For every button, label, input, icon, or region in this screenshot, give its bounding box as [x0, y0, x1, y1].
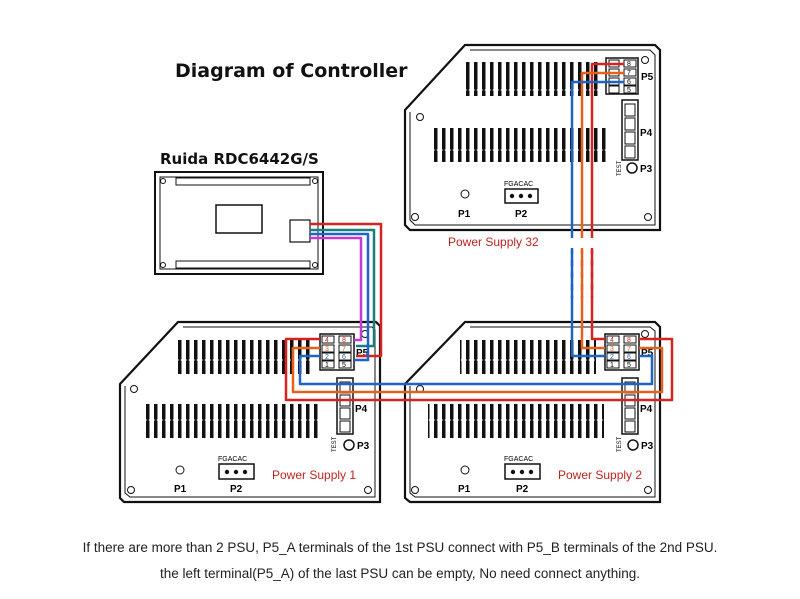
psu1-p2-label: P2 — [230, 484, 243, 495]
psu32-term-6: 6 — [627, 79, 631, 86]
psu1-p3-label: P3 — [357, 441, 370, 452]
psu1-p5-label: P5 — [356, 348, 369, 359]
wire-controller-blue — [310, 232, 370, 362]
psu2-term-6: 6 — [627, 354, 631, 361]
psu1-p1-label: P1 — [174, 484, 187, 495]
psu1-p4-label: P4 — [355, 404, 368, 415]
psu1-term-2: 2 — [325, 354, 329, 361]
note-line-1: If there are more than 2 PSU, P5_A termi… — [82, 540, 718, 555]
psu2-p5-label: P5 — [641, 348, 654, 359]
psu2-term-7: 7 — [627, 346, 631, 353]
psu2-p3-label: P3 — [641, 441, 654, 452]
psu32-test-label: TEST — [617, 160, 623, 176]
psu2-p2-label: P2 — [516, 484, 529, 495]
psu2-term-4: 4 — [610, 337, 614, 344]
psu2-label: Power Supply 2 — [558, 468, 642, 482]
wire-psu32-orange — [580, 71, 624, 238]
psu2-term-5: 5 — [627, 362, 631, 369]
psu2-test-label: TEST — [617, 436, 623, 452]
psu1-term-5: 5 — [342, 362, 346, 369]
wire-psu32-red — [590, 62, 624, 238]
psu1-term-8: 8 — [342, 337, 346, 344]
psu1-term-6: 6 — [342, 354, 346, 361]
psu1-term-4: 4 — [325, 337, 329, 344]
psu32-ac-label: FGACAC — [504, 181, 533, 188]
wire-psu1-psu2-orange — [291, 346, 664, 394]
psu1-term-1: 1 — [325, 362, 329, 369]
wiring — [284, 62, 674, 402]
psu2-ac-label: FGACAC — [504, 456, 533, 463]
psu1-term-3: 3 — [325, 346, 329, 353]
wire-psu2-psu32-orange — [580, 250, 605, 350]
psu2-term-3: 3 — [610, 346, 614, 353]
psu32-term-8: 8 — [627, 61, 631, 68]
psu32-label: Power Supply 32 — [448, 235, 539, 249]
psu32-p3-label: P3 — [640, 164, 653, 175]
psu2-term-8: 8 — [627, 337, 631, 344]
psu2-term-1: 1 — [610, 362, 614, 369]
psu32-p5-label: P5 — [641, 72, 654, 83]
ruida-controller — [154, 171, 324, 275]
power-supply-2: P1 FGACAC P2 P4 TEST P3 4 3 2 1 8 7 6 5 … — [403, 320, 662, 504]
psu2-p4-label: P4 — [640, 404, 653, 415]
power-supply-32: P1 FGACAC P2 P4 TEST P3 8 7 6 5 P5 Power… — [403, 43, 662, 249]
psu1-term-7: 7 — [342, 346, 346, 353]
diagram-title: Diagram of Controller — [175, 60, 408, 82]
wire-controller-teal — [310, 228, 376, 348]
wire-psu1-psu2-blue — [298, 354, 654, 386]
psu32-term-7: 7 — [627, 70, 631, 77]
psu2-term-2: 2 — [610, 354, 614, 361]
psu32-p4-label: P4 — [640, 128, 653, 139]
wire-controller-magenta — [310, 236, 363, 342]
psu32-term-5: 5 — [627, 87, 631, 94]
psu32-p2-label: P2 — [515, 209, 528, 220]
psu1-ac-label: FGACAC — [218, 456, 247, 463]
controller-title: Ruida RDC6442G/S — [160, 150, 319, 168]
wire-psu32-blue — [570, 80, 624, 238]
note-line-2: the left terminal(P5_A) of the last PSU … — [159, 566, 640, 581]
psu1-test-label: TEST — [332, 436, 338, 452]
psu32-p1-label: P1 — [458, 209, 471, 220]
psu2-p1-label: P1 — [458, 484, 471, 495]
psu1-label: Power Supply 1 — [272, 468, 356, 482]
power-supply-1: P1 FGACAC P2 P4 TEST P3 4 3 2 1 8 7 6 5 … — [118, 320, 382, 504]
wire-psu1-psu2-red — [284, 337, 674, 402]
wire-psu2-psu32-red — [590, 250, 605, 341]
